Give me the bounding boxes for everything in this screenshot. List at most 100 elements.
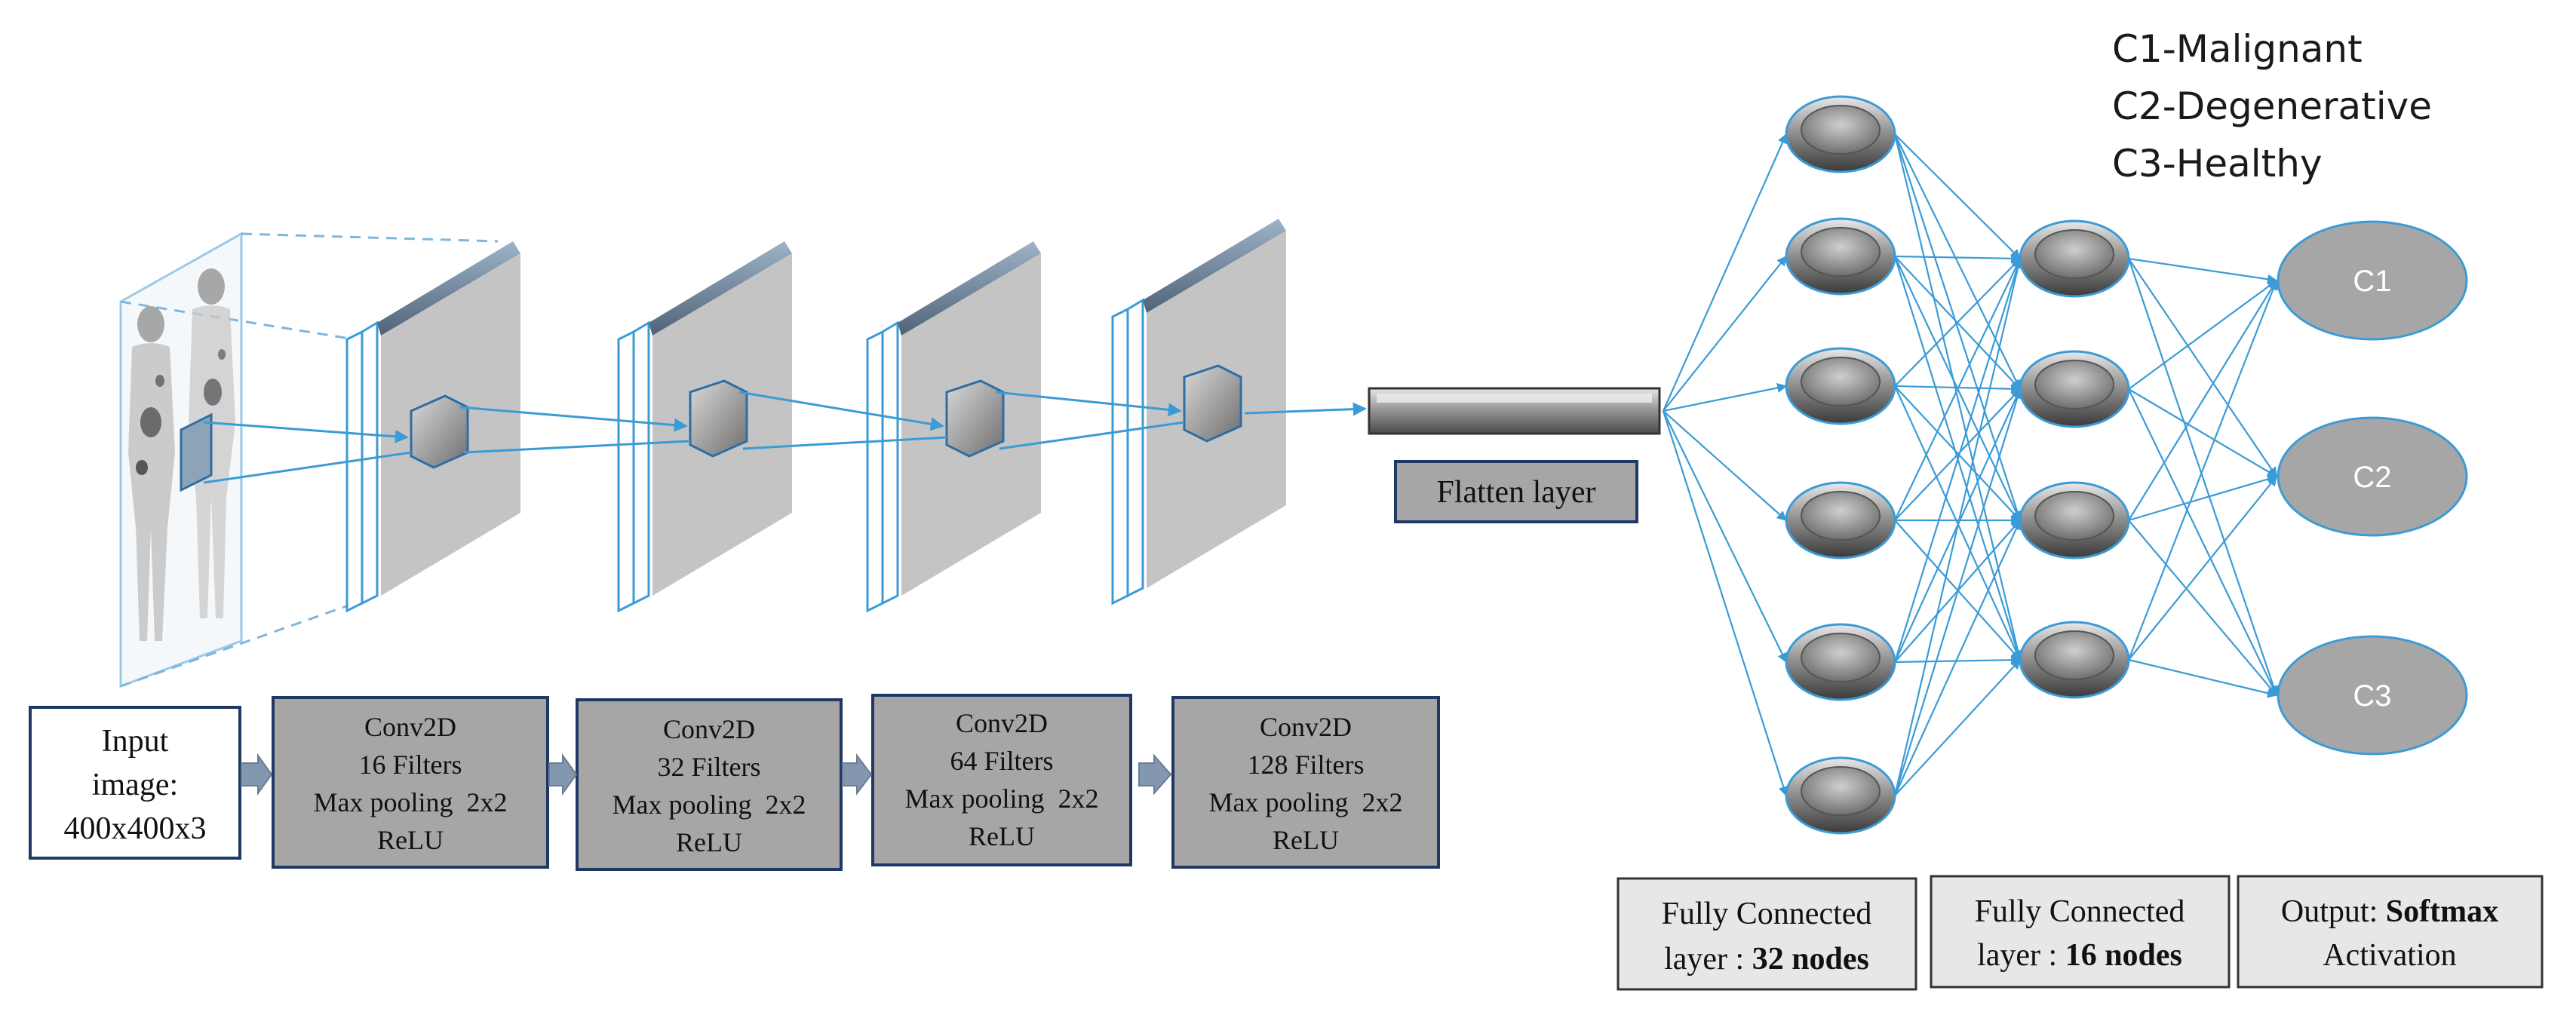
output-node-c2: [2277, 416, 2468, 537]
output-node-c1: [2277, 220, 2468, 341]
block-arrow-4: [1138, 753, 1172, 796]
feature-map-2: [617, 241, 792, 613]
conv-block-3-pool: Max pooling 2x2: [905, 783, 1099, 814]
class-legend: C1-Malignant C2-Degenerative C3-Healthy: [2112, 27, 2432, 186]
conv-block-3-title: Conv2D: [956, 708, 1048, 738]
dense-edge: [2128, 279, 2277, 521]
feature-map-1: [345, 241, 520, 613]
conv-block-4: Conv2D 128 Filters Max pooling 2x2 ReLU: [1171, 696, 1440, 869]
block-arrows: [241, 753, 1172, 796]
dense-edge: [2128, 658, 2278, 698]
dense-edge: [1893, 257, 2022, 663]
output-node-c2-label: C2: [2353, 461, 2391, 494]
dense-edge: [1894, 385, 2021, 521]
dense-edge: [2128, 474, 2278, 522]
dense-edge: [2127, 279, 2278, 661]
conv-block-1-filters: 16 Filters: [358, 750, 462, 780]
output-line1: Output: Softmax: [2281, 894, 2498, 929]
dense-edge: [1663, 255, 1787, 412]
dense-edge: [1894, 659, 2021, 796]
dense-edge: [2128, 388, 2278, 477]
dense-edge: [1662, 410, 1788, 797]
conv-block-4-pool: Max pooling 2x2: [1209, 787, 1403, 817]
conv-block-1-act: ReLU: [377, 825, 444, 855]
fc1-line2-prefix: layer :: [1664, 942, 1752, 977]
dense-edge: [1894, 258, 2021, 387]
fc2-node: [2019, 621, 2130, 699]
output-node-c3-label: C3: [2353, 679, 2391, 713]
block-arrow-3: [842, 753, 873, 796]
fc2-line2-prefix: layer :: [1977, 938, 2065, 973]
conv-block-2-act: ReLU: [676, 827, 742, 857]
flatten-label: Flatten layer: [1436, 475, 1595, 510]
output-panel: Output: Softmax Activation: [2237, 875, 2544, 989]
input-image-box: Input image: 400x400x3: [29, 706, 241, 860]
conv-block-1-title: Conv2D: [364, 712, 456, 742]
dense-edge: [1894, 253, 2022, 264]
dense-edge: [2128, 258, 2277, 478]
dense-edge: [1894, 133, 2021, 259]
conv-block-2-pool: Max pooling 2x2: [613, 790, 806, 820]
conv-block-4-act: ReLU: [1273, 825, 1339, 855]
fc2-node: [2019, 219, 2130, 298]
fc2-line2: layer : 16 nodes: [1977, 938, 2182, 973]
conv-block-2: Conv2D 32 Filters Max pooling 2x2 ReLU: [576, 698, 843, 871]
dense-edge: [1663, 410, 1787, 521]
fc2-line1: Fully Connected: [1975, 894, 2185, 929]
dense-edge: [1894, 388, 2021, 521]
dense-edge: [2128, 475, 2277, 661]
feature-map-3: [866, 241, 1041, 613]
flatten-layer: Flatten layer: [1368, 387, 1661, 523]
fc2-line2-bold: 16 nodes: [2065, 938, 2182, 973]
dense-edge: [2128, 388, 2277, 697]
conv-block-4-filters: 128 Filters: [1247, 750, 1364, 780]
fc2-node: [2019, 481, 2130, 560]
output-node-c1-label: C1: [2353, 265, 2391, 298]
input-box-line2: image:: [92, 768, 178, 802]
dense-edge: [1894, 133, 2021, 391]
dense-edge: [1894, 655, 2022, 665]
fc2-node: [2019, 350, 2130, 428]
dense-edge: [1662, 133, 1788, 412]
dense-edge: [2128, 520, 2277, 697]
dense-edge: [1893, 385, 2022, 661]
dense-edge: [2128, 280, 2278, 390]
fc1-panel: Fully Connected layer : 32 nodes: [1617, 877, 1917, 991]
input-box-line1: Input: [102, 724, 169, 759]
fc1-nodes: [1785, 95, 1896, 835]
conv-block-1: Conv2D 16 Filters Max pooling 2x2 ReLU: [272, 696, 549, 869]
fc1-node: [1785, 95, 1896, 173]
fc1-node: [1785, 217, 1896, 296]
fc1-line2: layer : 32 nodes: [1664, 942, 1869, 977]
dense-edge: [1893, 257, 2023, 796]
output-line1-bold: Softmax: [2386, 894, 2498, 929]
output-line2: Activation: [2323, 938, 2456, 973]
output-line1-prefix: Output:: [2281, 894, 2386, 929]
fc1-node: [1785, 347, 1896, 425]
conv-block-3-filters: 64 Filters: [950, 746, 1053, 776]
output-nodes: C1 C2 C3: [2277, 220, 2468, 756]
feature-map-4: [1111, 219, 1286, 606]
fc1-line1: Fully Connected: [1662, 897, 1872, 931]
conv-block-4-title: Conv2D: [1260, 712, 1352, 742]
legend-c2: C2-Degenerative: [2112, 84, 2432, 128]
dense-edge: [1663, 410, 1787, 664]
flatten-label-box: [1394, 460, 1638, 523]
fc1-node: [1785, 756, 1896, 835]
fc1-node: [1785, 481, 1896, 560]
input-box-line3: 400x400x3: [64, 811, 207, 846]
output-node-c3: [2277, 635, 2468, 756]
dense-edge: [2128, 257, 2278, 284]
conv-block-1-pool: Max pooling 2x2: [314, 787, 508, 817]
conv-block-2-title: Conv2D: [663, 714, 755, 744]
dense-edge: [1893, 388, 2022, 796]
dense-edge: [2127, 258, 2279, 697]
fc2-panel: Fully Connected layer : 16 nodes: [1930, 875, 2231, 989]
fc1-node: [1785, 623, 1896, 701]
conv-block-2-filters: 32 Filters: [657, 752, 760, 782]
conv-block-3: Conv2D 64 Filters Max pooling 2x2 ReLU: [871, 694, 1132, 866]
dense-edge: [1894, 257, 2021, 521]
block-arrow-2: [548, 753, 578, 796]
block-arrow-1: [241, 753, 273, 796]
